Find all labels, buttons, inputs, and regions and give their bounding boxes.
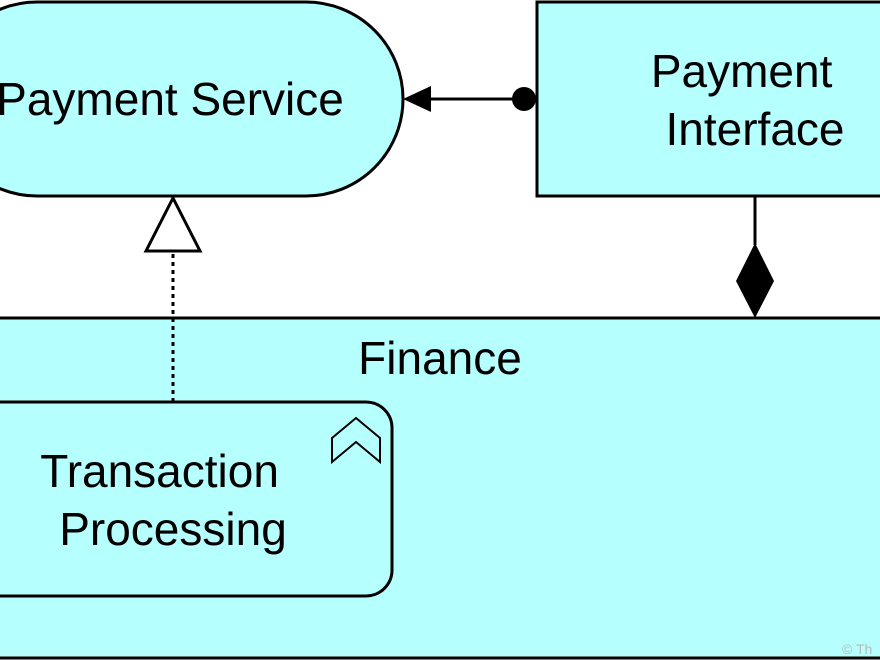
transaction-processing-label-line-1: Transaction (40, 445, 279, 497)
transaction-processing-label: Transaction Processing (40, 445, 291, 555)
payment-interface-node[interactable]: Payment Interface (535, 0, 880, 198)
realization-arrowhead (143, 194, 203, 253)
payment-service-label: Payment Service (0, 73, 344, 125)
payment-interface-label-line-1: Payment (651, 45, 833, 97)
composition-relationship[interactable] (736, 196, 774, 318)
composition-diamond (736, 243, 774, 318)
transaction-processing-box (0, 400, 394, 598)
transaction-processing-node[interactable]: Transaction Processing (0, 400, 394, 598)
copyright-text: © Th (842, 641, 872, 657)
payment-interface-label-line-2: Interface (666, 103, 845, 155)
finance-label: Finance (358, 332, 522, 384)
serving-arrowhead (403, 86, 431, 112)
transaction-processing-label-line-2: Processing (59, 503, 287, 555)
payment-interface-label: Payment Interface (651, 45, 845, 155)
payment-interface-box (535, 0, 880, 198)
serving-relationship[interactable] (403, 86, 536, 112)
serving-source-dot (512, 87, 536, 111)
realization-relationship[interactable] (143, 194, 203, 402)
payment-service-node[interactable]: Payment Service (0, 0, 405, 198)
chevron-up-icon (331, 416, 381, 465)
